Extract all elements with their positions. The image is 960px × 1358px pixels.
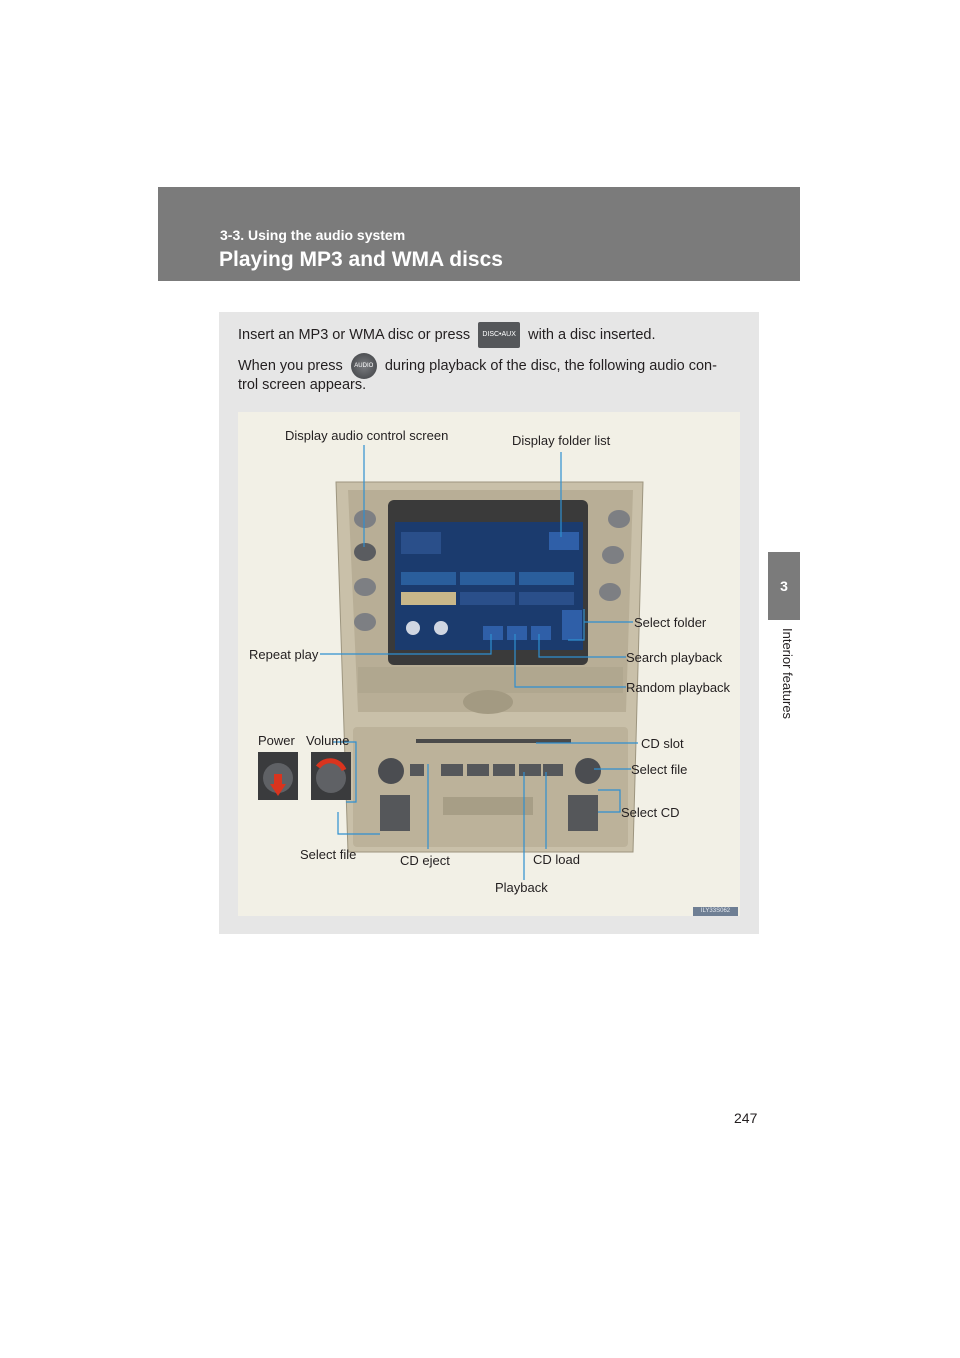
disc-slot-1[interactable] xyxy=(401,572,456,585)
am-sat-button[interactable] xyxy=(441,764,463,776)
audio-button-icon: AUDIO xyxy=(350,353,377,379)
chapter-label: Interior features xyxy=(780,628,795,720)
audio-button[interactable] xyxy=(354,543,376,561)
map-voice-button[interactable] xyxy=(608,510,630,528)
sound-icon[interactable] xyxy=(406,621,420,635)
callout-select-cd: Select CD xyxy=(621,805,680,820)
fm-button[interactable] xyxy=(467,764,489,776)
folder-list-button[interactable] xyxy=(549,532,579,550)
page-title: Playing MP3 and WMA discs xyxy=(219,248,503,271)
callout-leaders xyxy=(320,445,638,880)
press-arrow-icon xyxy=(270,774,286,796)
eject-button[interactable] xyxy=(410,764,424,776)
scan-button[interactable] xyxy=(531,626,551,640)
disc-aux-button-icon: DISC•AUX xyxy=(478,322,521,348)
callout-search-playback: Search playback xyxy=(626,650,723,665)
intro-line-3: trol screen appears. xyxy=(238,377,367,393)
tune-file-knob[interactable] xyxy=(575,758,601,784)
climate-button[interactable] xyxy=(354,510,376,528)
callout-playback: Playback xyxy=(495,880,548,895)
rpt-button[interactable] xyxy=(483,626,503,640)
callout-random-playback: Random playback xyxy=(626,680,731,695)
callout-volume: Volume xyxy=(306,733,350,748)
page-number: 247 xyxy=(734,1110,758,1126)
intro-line-2: When you press AUDIO during playback of … xyxy=(238,353,717,379)
section-label: 3-3. Using the audio system xyxy=(220,227,406,243)
callout-select-file-right: Select file xyxy=(631,762,688,777)
callout-repeat-play: Repeat play xyxy=(249,647,319,662)
rotate-arrow-icon xyxy=(315,758,347,772)
callout-select-folder: Select folder xyxy=(634,615,707,630)
audio-panel-illustration xyxy=(258,445,644,880)
chapter-tab[interactable]: 3 xyxy=(768,552,800,620)
tape-button[interactable] xyxy=(493,764,515,776)
seek-track-button[interactable] xyxy=(380,795,410,831)
ch-disc-button[interactable] xyxy=(568,795,598,831)
chapter-number: 3 xyxy=(780,578,788,594)
dest-button[interactable] xyxy=(602,546,624,564)
audio-panel-figure: Display audio control screen Display fol… xyxy=(238,412,740,916)
dsp-icon[interactable] xyxy=(434,621,448,635)
cd-slot[interactable] xyxy=(416,739,571,743)
audio-head-unit xyxy=(353,727,628,847)
callout-cd-slot: CD slot xyxy=(641,736,684,751)
rand-button[interactable] xyxy=(507,626,527,640)
pwr-vol-knob[interactable] xyxy=(378,758,404,784)
disc-slot-6[interactable] xyxy=(519,592,574,605)
callout-cd-eject: CD eject xyxy=(400,853,450,868)
disc-slot-5[interactable] xyxy=(460,592,515,605)
figure-id: ILY33S062 xyxy=(693,907,738,916)
disc-slot-2[interactable] xyxy=(460,572,515,585)
disc-slot-3[interactable] xyxy=(519,572,574,585)
folder-up-down-button[interactable] xyxy=(562,610,582,640)
info-button[interactable] xyxy=(354,578,376,596)
callout-display-audio-control-screen: Display audio control screen xyxy=(285,428,449,443)
disc-slot-4[interactable] xyxy=(401,592,456,605)
callout-select-file-left: Select file xyxy=(300,847,357,862)
menu-button[interactable] xyxy=(599,583,621,601)
disc-button[interactable] xyxy=(519,764,541,776)
intro-line-1: Insert an MP3 or WMA disc or press DISC•… xyxy=(238,322,655,348)
disp-button[interactable] xyxy=(354,613,376,631)
callout-power: Power xyxy=(258,733,295,748)
callout-display-folder-list: Display folder list xyxy=(512,433,611,448)
load-button[interactable] xyxy=(543,764,563,776)
callout-cd-load: CD load xyxy=(533,852,580,867)
header-bar xyxy=(158,187,800,281)
